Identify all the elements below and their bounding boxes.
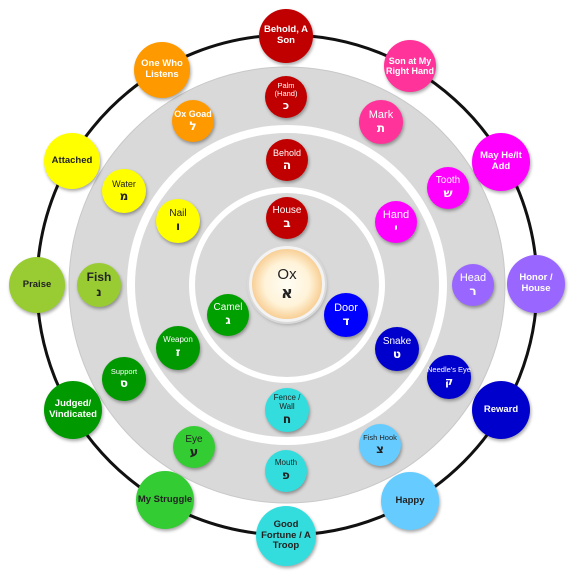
node-glyph: ל [189,118,197,133]
node-label: Son at My Right Hand [386,55,434,76]
node-glyph: פ [282,468,290,483]
ring3-node: Fish נ [77,263,121,307]
ring1-node: Camel ג [207,294,249,336]
node-label: Hand [382,208,410,221]
node-label: Praise [22,278,52,290]
node-glyph: ה [282,157,292,172]
node-glyph: ח [282,411,292,426]
node-glyph: ו [175,219,181,234]
node-glyph: ע [189,444,199,460]
ring2-node: Weapon ז [156,326,200,370]
node-label: Fence / Wall [273,392,301,411]
node-label: Weapon [163,335,193,345]
ring2-node: Behold ה [266,139,308,181]
node-glyph: מ [119,188,129,203]
outer-node: Happy [381,472,439,530]
outer-node: Reward [472,381,530,439]
ring3-node: Tooth ש [427,167,469,209]
outer-node: Son at My Right Hand [384,40,436,92]
outer-node: Good Fortune / A Troop [256,506,316,566]
outer-node: My Struggle [136,471,194,529]
node-label: One Who Listens [141,58,183,80]
ring2-node: Fence / Wall ח [265,388,309,432]
outer-node: Attached [44,133,100,189]
ring1-node: House ב [266,197,308,239]
ring3-node: Water מ [102,169,146,213]
node-label: Head [459,271,487,284]
node-label: Snake [382,336,412,348]
outer-node: Judged/ Vindicated [44,381,102,439]
node-glyph: ב [283,216,291,231]
ring3-node: Eye ע [173,426,215,468]
node-glyph: ש [443,186,453,201]
ring3-node: Fish Hook צ [359,424,401,466]
ring2-node: Nail ו [156,199,200,243]
ring3-node: Mark ת [359,100,403,144]
node-glyph: י [394,220,398,235]
node-glyph: ג [225,313,231,328]
node-label: Door [334,301,358,314]
node-label: Behold, A Son [264,24,308,46]
node-label: Mouth [274,458,298,468]
ring3-node: Support ס [102,357,146,401]
node-label: Fish [86,270,112,285]
ring3-node: Mouth פ [265,450,307,492]
node-glyph: צ [376,441,384,456]
node-label: Behold [272,147,302,158]
node-label: Good Fortune / A Troop [261,519,311,552]
node-label: Needle's Eye [427,365,471,375]
node-label: Mark [368,108,394,121]
node-label: Ox Goad [174,108,212,119]
node-label: Tooth [435,175,461,187]
node-glyph: נ [96,284,102,299]
ring3-node: Needle's Eye ק [427,355,471,399]
outer-node: Honor / House [507,255,565,313]
node-label: Eye [185,433,203,445]
node-label: Water [112,178,136,189]
node-glyph: ק [444,374,454,388]
node-label: May He/It Add [480,150,522,172]
node-label: Reward [483,403,519,415]
ring1-node: Hand י [375,201,417,243]
node-glyph: כ [282,98,290,112]
node-glyph: ד [342,313,350,328]
node-label: Fish Hook [363,432,397,442]
outer-node: One Who Listens [134,42,190,98]
ring3-node: Ox Goad ל [172,100,214,142]
node-label: Support [110,366,138,376]
node-glyph: ת [376,120,386,135]
node-label: Nail [169,208,187,220]
node-label: House [272,205,302,217]
center-label: Ox [277,266,297,283]
node-label: My Struggle [137,493,193,505]
outer-node: Praise [9,257,65,313]
ring3-node: Palm (Hand) כ [265,76,307,118]
node-label: Attached [51,154,93,166]
node-glyph: ס [119,375,129,390]
node-label: Happy [395,494,425,506]
outer-node: Behold, A Son [259,9,313,63]
ring2-node: Snake ט [375,327,419,371]
outer-node: May He/It Add [472,133,530,191]
center-glyph: א [281,283,293,302]
node-label: Honor / House [519,272,553,294]
node-glyph: ט [392,347,402,362]
center-node: Ox א [249,246,325,322]
ring1-node: Door ד [324,293,368,337]
node-label: Palm (Hand) [274,80,298,99]
ring3-node: Head ר [452,264,494,306]
node-glyph: ז [175,345,181,360]
node-glyph: ר [469,283,477,298]
node-label: Camel [213,302,243,314]
node-label: Judged/ Vindicated [49,398,97,420]
